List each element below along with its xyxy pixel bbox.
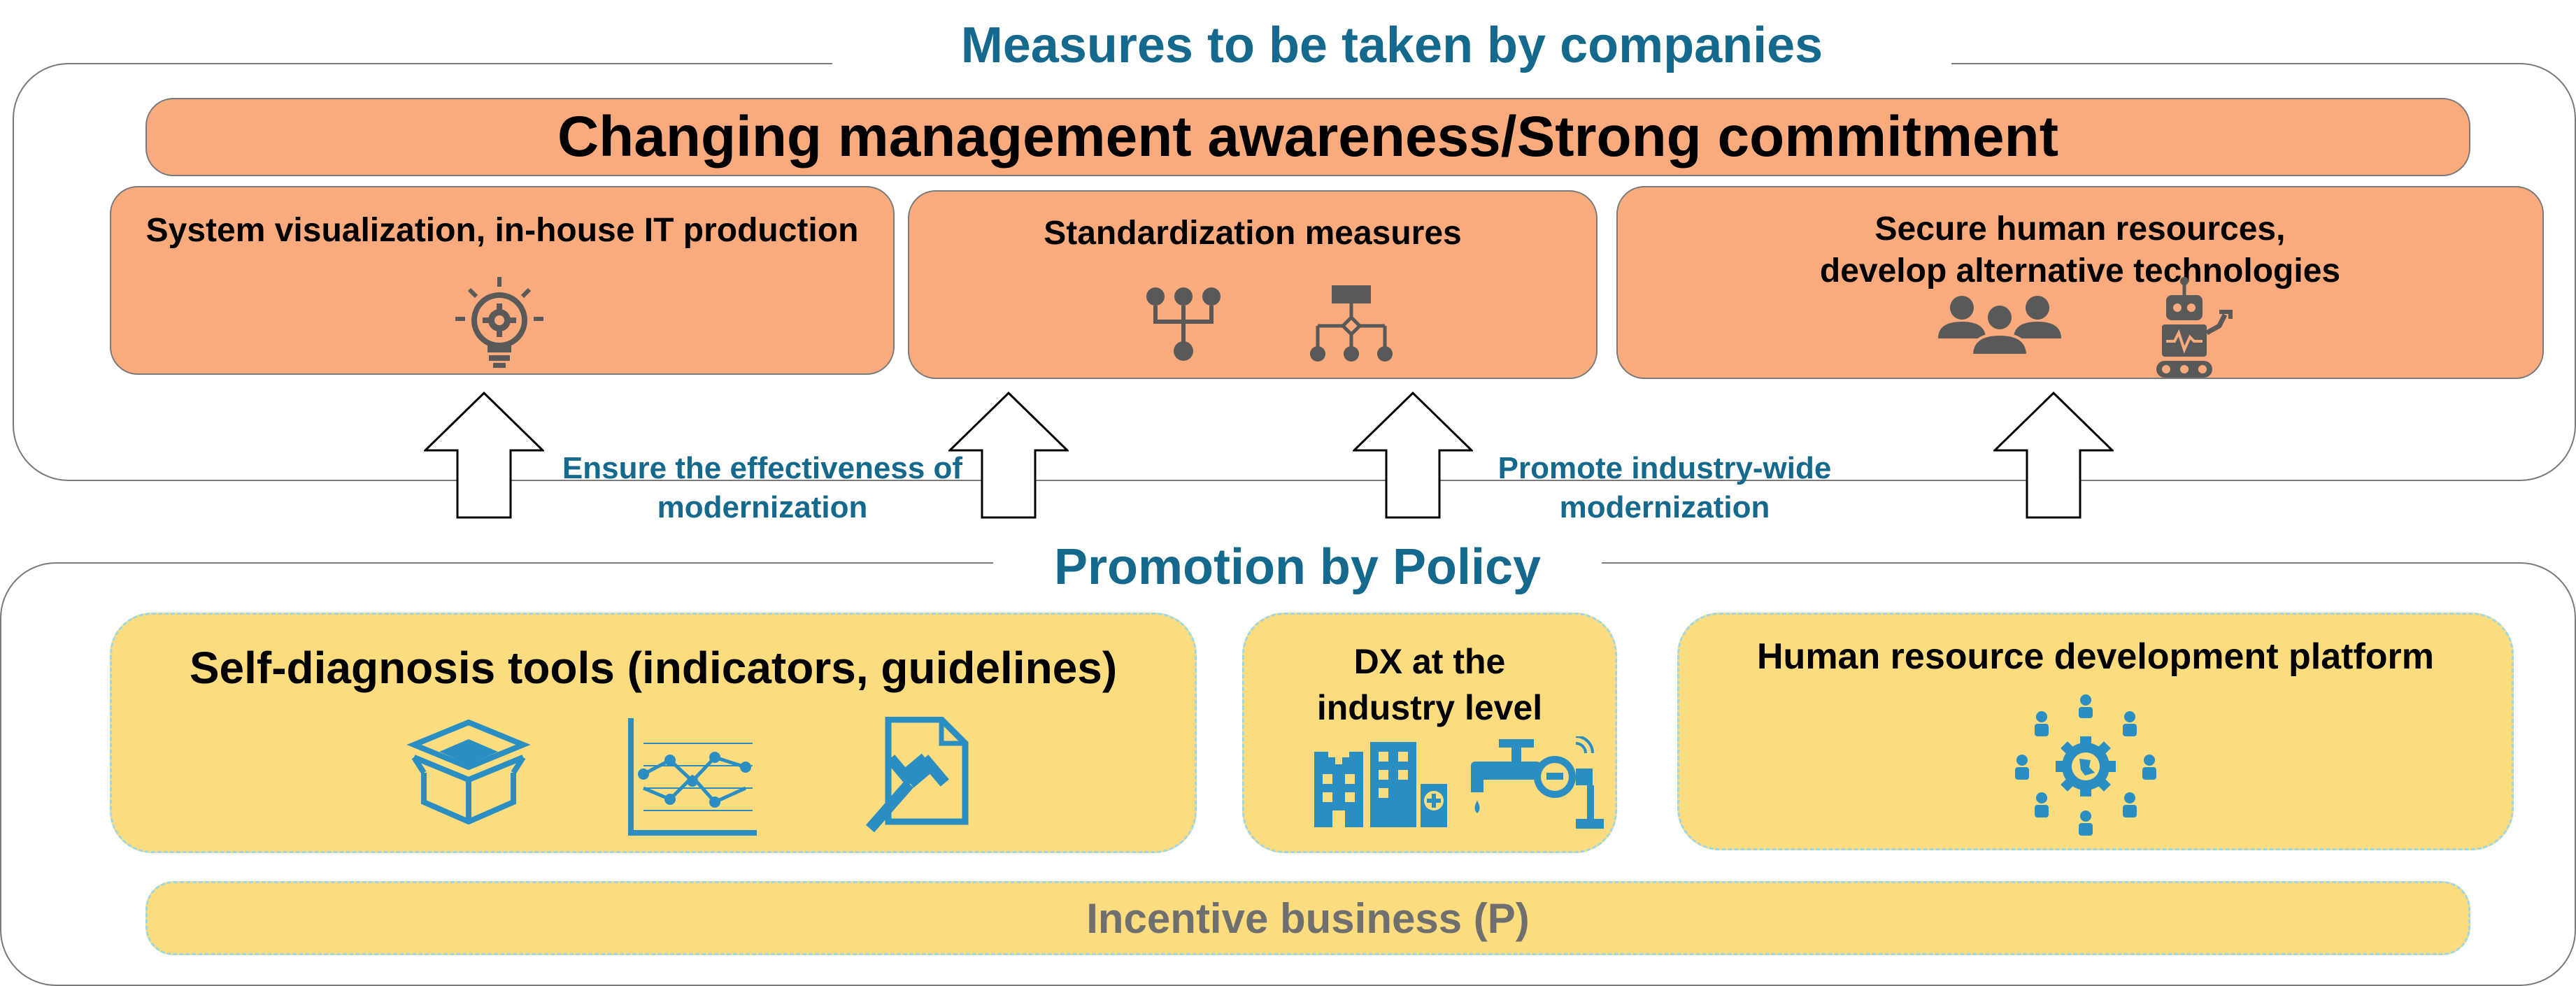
up-arrow-3 [1353, 392, 1473, 519]
line-chart-icon [628, 718, 757, 836]
people-group-icon [1938, 296, 2061, 357]
dx-industry-label-1: DX at the [1353, 642, 1506, 681]
network-people-gear-icon [2015, 694, 2156, 836]
industry-wide-label-2: modernization [1559, 490, 1770, 524]
self-diagnosis-box: Self-diagnosis tools (indicators, guidel… [110, 613, 1197, 853]
lightbulb-gear-icon [455, 277, 543, 368]
company-measures-title: Measures to be taken by companies [832, 14, 1951, 77]
system-visualization-label: System visualization, in-house IT produc… [145, 212, 859, 249]
self-diagnosis-label: Self-diagnosis tools (indicators, guidel… [189, 643, 1118, 693]
robot-icon [2156, 277, 2233, 378]
effectiveness-label-2: modernization [657, 490, 868, 524]
hr-platform-box: Human resource development platform [1677, 613, 2514, 850]
system-visualization-box: System visualization, in-house IT produc… [110, 186, 895, 375]
up-arrow-1 [424, 392, 544, 519]
dx-industry-box: DX at the industry level [1242, 613, 1617, 853]
industry-wide-label-1: Promote industry-wide [1497, 451, 1832, 485]
water-meter-icon [1471, 736, 1604, 829]
effectiveness-label-1: Ensure the effectiveness of [562, 451, 963, 485]
hospital-building-icon [1314, 742, 1447, 827]
policy-title: Promotion by Policy [993, 536, 1602, 599]
up-arrow-4 [1993, 392, 2114, 519]
hierarchy-tree-icon [1146, 287, 1221, 361]
management-awareness-banner: Changing management awareness/Strong com… [145, 98, 2470, 176]
dx-industry-label-2: industry level [1316, 688, 1543, 727]
human-resources-box: Secure human resources, develop alternat… [1616, 186, 2544, 379]
open-box-icon [406, 720, 531, 824]
up-arrow-2 [948, 392, 1069, 519]
document-gavel-icon [865, 717, 969, 833]
human-resources-label-1: Secure human resources, [1874, 210, 2286, 248]
human-resources-label-2: develop alternative technologies [1819, 252, 2341, 290]
standardization-label: Standardization measures [1044, 215, 1462, 252]
flowchart-icon [1310, 285, 1393, 362]
standardization-box: Standardization measures [908, 190, 1597, 379]
incentive-business-bar: Incentive business (P) [145, 881, 2470, 955]
hr-platform-label: Human resource development platform [1757, 636, 2434, 677]
